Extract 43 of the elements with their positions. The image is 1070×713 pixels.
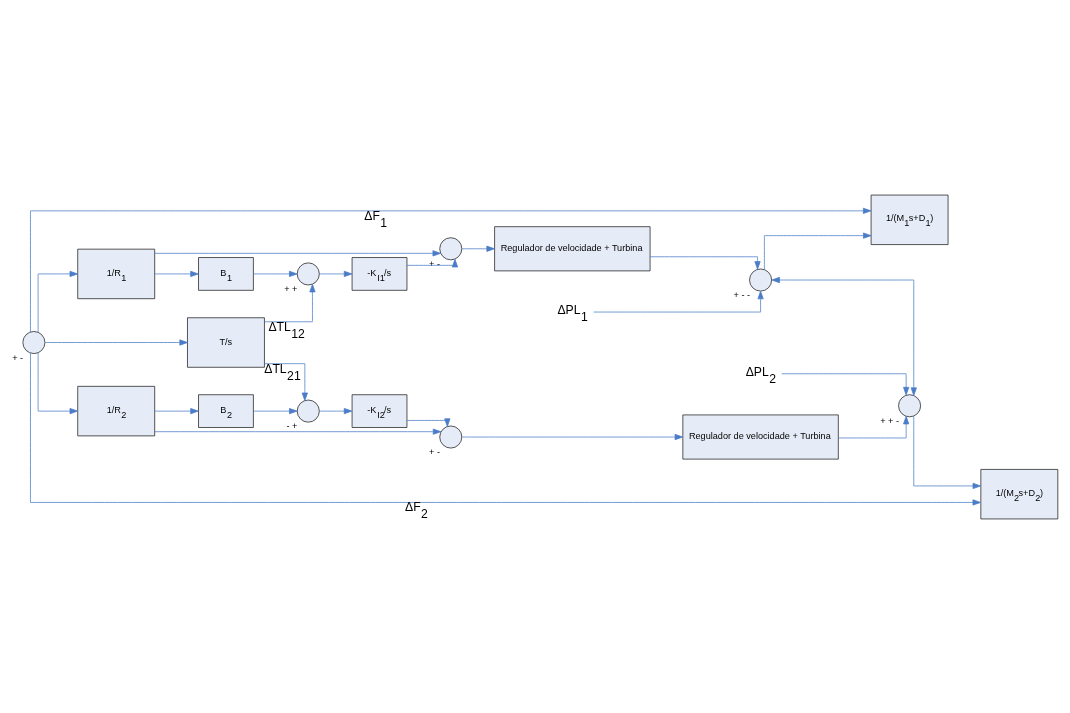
- arrow: [30, 207, 872, 332]
- node-circle: [439, 425, 463, 448]
- arrow: [253, 407, 298, 414]
- arrow: [154, 407, 199, 414]
- node-label: + +: [284, 283, 298, 294]
- node-circle: [296, 262, 320, 285]
- arrow: [461, 433, 684, 440]
- arrow: [764, 232, 872, 270]
- arrow: [37, 352, 78, 414]
- arrow: [406, 417, 451, 427]
- node-circle: [296, 399, 320, 423]
- arrow: [771, 276, 917, 396]
- arrow: [154, 270, 199, 277]
- arrow: [154, 428, 442, 435]
- node-circle: [22, 330, 46, 354]
- node-box: Regulador de velocidade + Turbina: [682, 414, 839, 459]
- node-label: + -: [429, 258, 440, 269]
- node-label: + -: [12, 352, 24, 363]
- arrow: [319, 270, 353, 277]
- arrow: [461, 245, 495, 252]
- arrow: [44, 338, 188, 346]
- node-box: Regulador de velocidade + Turbina: [494, 225, 651, 271]
- arrow: [30, 352, 981, 505]
- arrow: [838, 415, 910, 438]
- node-circle: [749, 268, 772, 291]
- arrow: [264, 362, 308, 401]
- arrow: [154, 249, 441, 256]
- arrow: [913, 415, 981, 489]
- arrow: [253, 270, 298, 277]
- node-label: + -: [429, 446, 440, 457]
- node-circle: [439, 236, 463, 260]
- arrow: [37, 270, 78, 332]
- arrow: [319, 407, 353, 414]
- node-circle: [898, 393, 921, 417]
- node-label: + + -: [880, 415, 900, 426]
- node-box: T/s: [187, 316, 265, 368]
- arrow: [406, 258, 458, 267]
- node-label: - +: [286, 420, 298, 431]
- arrow: [781, 372, 910, 395]
- arrow: [264, 283, 316, 322]
- node-label: + - -: [733, 289, 751, 300]
- arrow: [593, 290, 764, 312]
- arrow: [649, 255, 761, 270]
